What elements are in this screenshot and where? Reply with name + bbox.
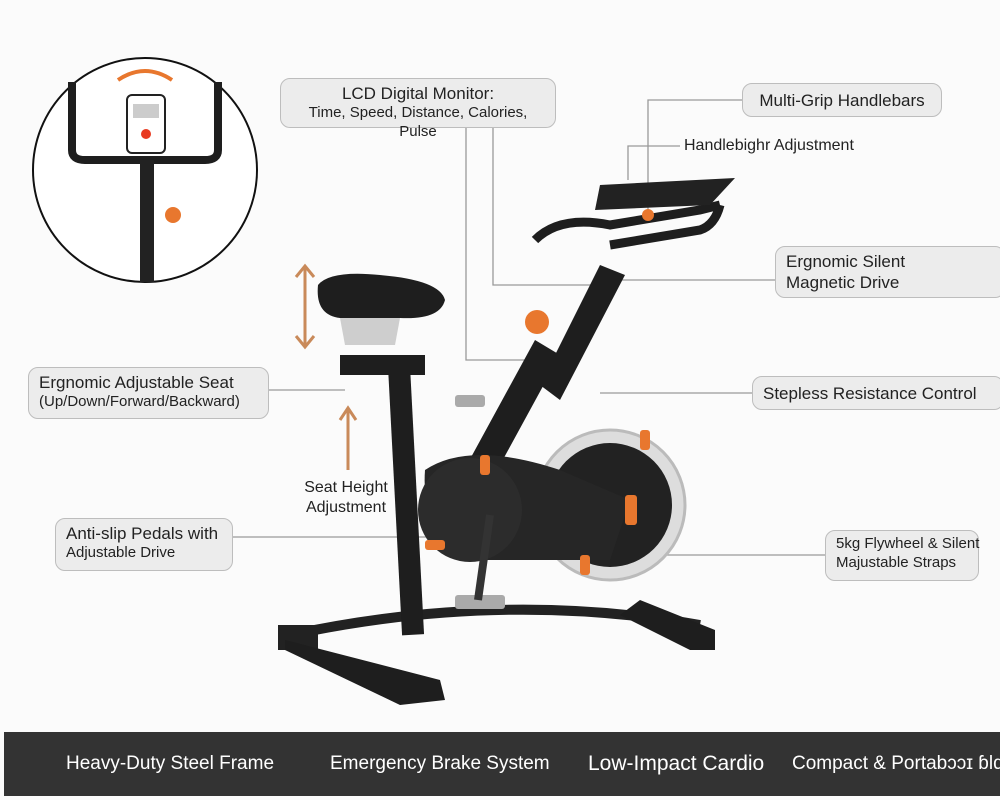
callout-resistance: Stepless Resistance Control — [752, 376, 1000, 410]
seat-arrows — [294, 263, 358, 470]
callout-adjustable-seat: Ergnomic Adjustable Seat (Up/Down/Forwar… — [28, 367, 269, 419]
flywheel-line-2: Majustable Straps — [836, 553, 957, 571]
callout-lcd-monitor: LCD Digital Monitor: Time, Speed, Distan… — [280, 78, 556, 140]
flywheel-line-1: 5kg Flywheel & Silent — [836, 535, 980, 552]
drive-line-2: Magnetic Drive — [786, 273, 900, 293]
handlebar-inset — [32, 57, 258, 283]
seat-line-2: (Up/Down/Forward/Backward) — [39, 393, 240, 411]
lcd-subtitle: Time, Speed, Distance, Calories, Pulse — [308, 104, 528, 140]
seat-height-line-2: Adjustment — [305, 499, 387, 516]
callout-handlebars: Multi-Grip Handlebars — [742, 83, 942, 117]
pedals-line-2: Adjustable Drive — [66, 544, 176, 562]
feature-item: Heavy-Duty Steel Frame — [66, 753, 275, 774]
callout-flywheel: 5kg Flywheel & Silent Majustable Straps — [825, 530, 979, 581]
label-seat-height: Seat Height Adjustment — [296, 478, 396, 518]
pedals-line-1: Anti-slip Pedals with — [66, 524, 219, 543]
drive-line-1: Ergnomic Silent — [786, 252, 906, 271]
feature-item: Emergency Brake System — [330, 753, 550, 774]
bike — [278, 178, 735, 705]
seat-line-1: Ergnomic Adjustable Seat — [39, 373, 234, 392]
lcd-title: LCD Digital Monitor: — [341, 84, 495, 103]
callout-pedals: Anti-slip Pedals with Adjustable Drive — [55, 518, 233, 571]
seat-height-line-1: Seat Height — [304, 479, 388, 496]
label-handle-height: Handlebighr Adjustment — [684, 137, 854, 154]
callout-magnetic-drive: Ergnomic Silent Magnetic Drive — [775, 246, 1000, 298]
feature-item: Low-Impact Cardio — [588, 752, 765, 775]
feature-bar: Heavy-Duty Steel Frame Emergency Brake S… — [4, 732, 1000, 796]
feature-item: Compact & Portabɔɔɪ ɓlɑ — [792, 753, 1000, 774]
